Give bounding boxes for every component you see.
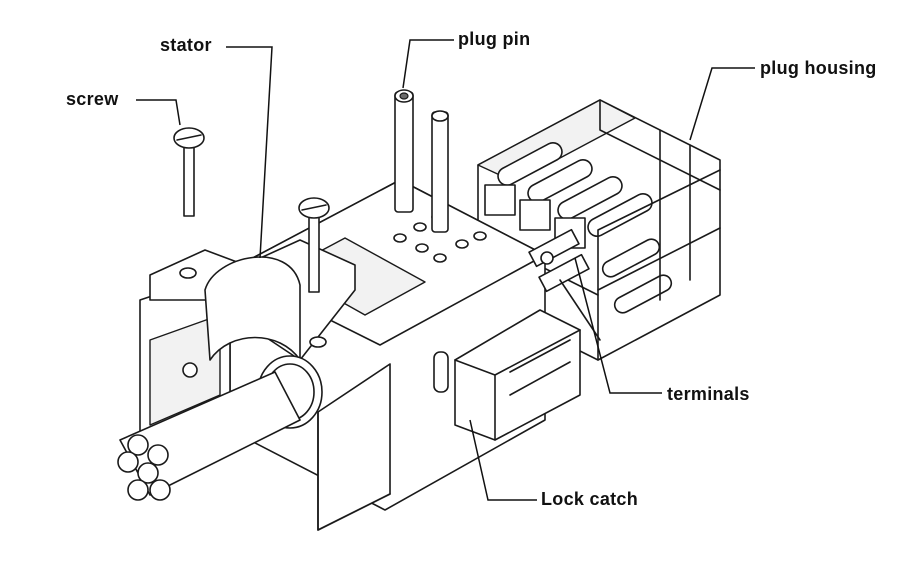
plug-pin-label: plug pin: [458, 29, 531, 49]
body-screw-drawing: [298, 197, 330, 293]
stator-label: stator: [160, 35, 212, 55]
plug-housing-label: plug housing: [760, 58, 877, 78]
cable-bundle-drawing: [117, 355, 323, 501]
lock-catch-label: Lock catch: [541, 489, 639, 509]
plug-pin-leader: [402, 39, 454, 89]
plug-pins-drawing: [394, 89, 449, 233]
lock-catch-drawing: [433, 309, 581, 441]
loose-screw-drawing: [173, 127, 205, 217]
plug-housing-slots: [497, 141, 673, 314]
lock-catch-leader: [469, 419, 537, 501]
screw-leader: [136, 99, 181, 126]
plug-housing-leader: [689, 67, 755, 141]
stator-leader: [226, 46, 273, 259]
terminals-leader: [574, 257, 662, 394]
screw-label: screw: [66, 89, 119, 109]
stator-drawing: [149, 239, 356, 361]
leader-lines: [136, 39, 755, 501]
terminals-label: terminals: [667, 384, 750, 404]
